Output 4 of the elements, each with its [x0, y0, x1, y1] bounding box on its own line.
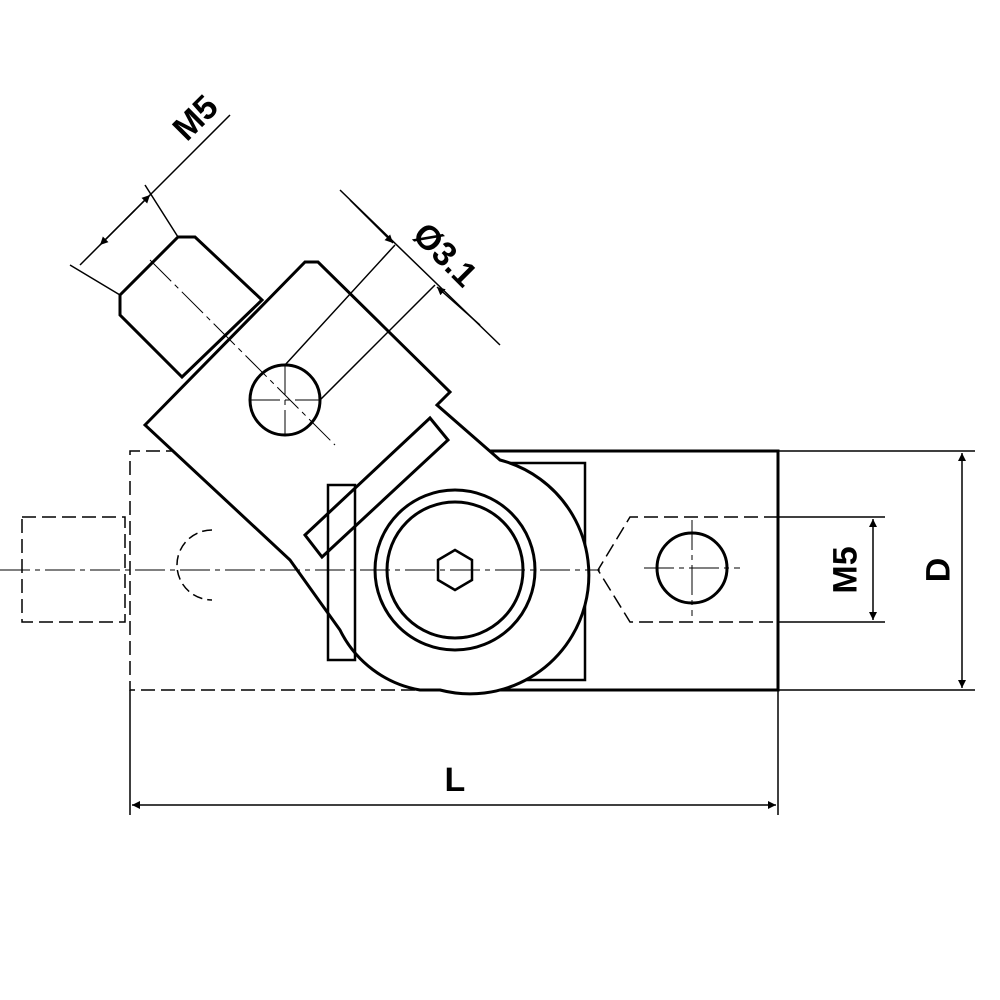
dimension-label: M5 [828, 546, 862, 594]
dimension-label: D [920, 558, 955, 582]
dimension-label: L [444, 763, 466, 797]
dimension-label: M5 [166, 89, 224, 147]
